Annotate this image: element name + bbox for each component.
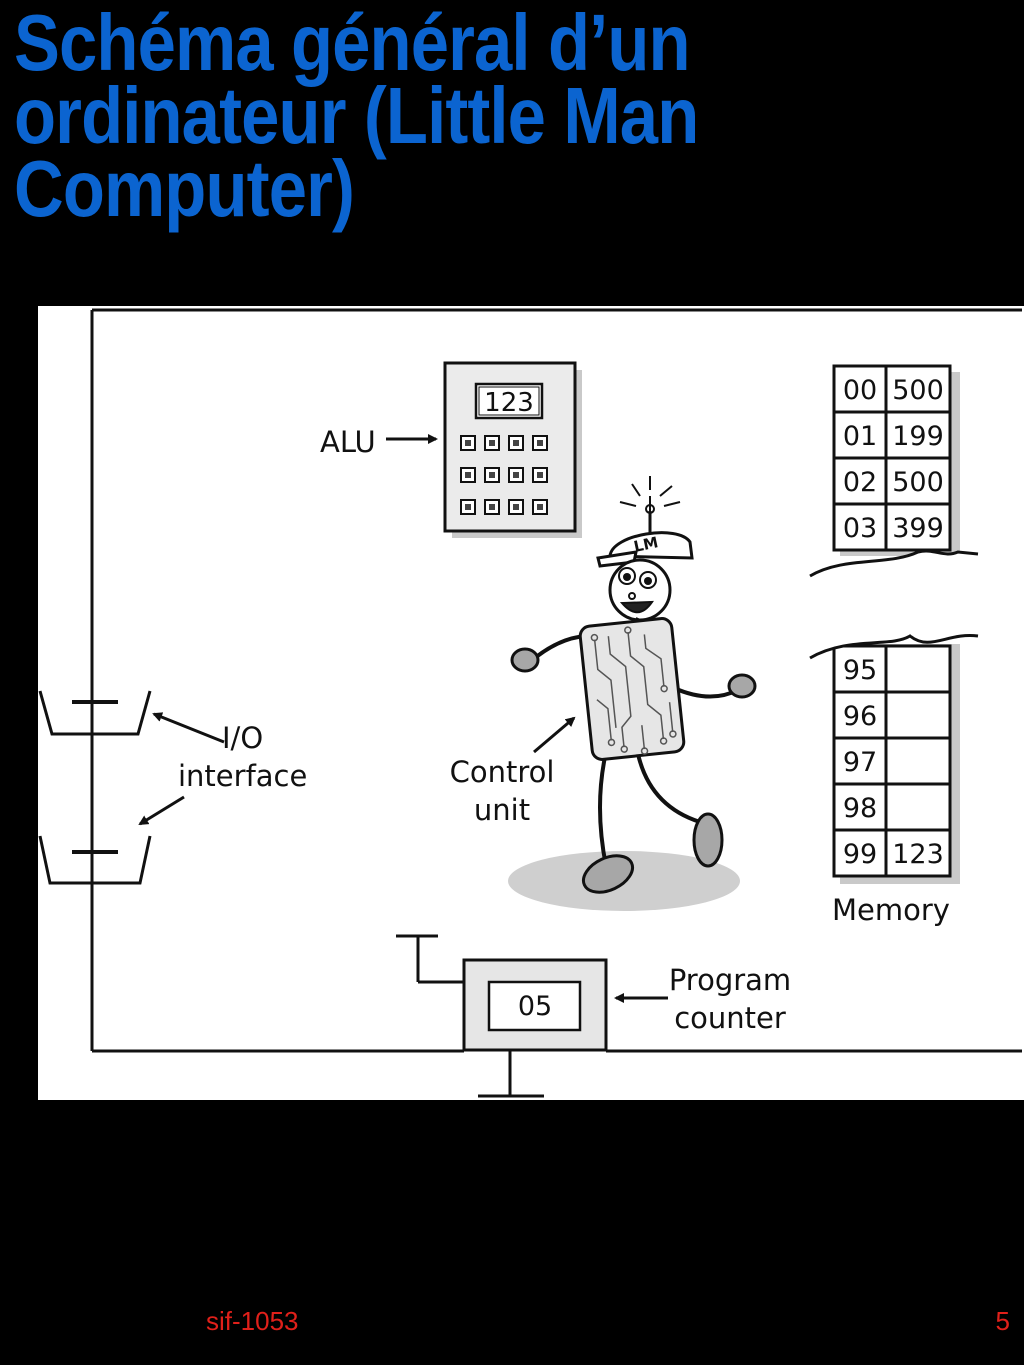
circuit-traces	[590, 626, 677, 755]
memory-address: 97	[843, 747, 877, 778]
memory-torn-edge-bottom	[810, 606, 978, 658]
spark-icon	[619, 476, 681, 514]
io-interface: I/O interface	[38, 690, 307, 885]
memory-row: 00 500	[832, 364, 952, 414]
alu-label: ALU	[320, 425, 376, 459]
io-label-line2: interface	[178, 759, 307, 793]
memory: 00 500 01 199 02 500 03 399 95 96 97 98 99 123 Memor…	[809, 364, 979, 927]
memory-address: 96	[843, 701, 877, 732]
memory-address-cell	[832, 736, 888, 786]
memory-address: 03	[843, 513, 877, 544]
memory-value-cell	[884, 828, 952, 878]
io-arrow-input	[152, 712, 225, 744]
memory-value: 199	[892, 421, 944, 452]
output-tray	[38, 835, 152, 885]
circuit-board-body	[578, 617, 686, 761]
little-man-control-unit: LM	[450, 476, 757, 911]
alu-keypad	[460, 435, 548, 515]
little-man-computer-diagram: I/O interface 123	[38, 306, 1024, 1100]
memory-address-cell	[832, 410, 888, 460]
title-line-2: ordinateur (Little Man	[14, 71, 699, 160]
control-unit-label-line1: Control	[450, 755, 555, 789]
memory-value: 399	[892, 513, 944, 544]
memory-address-cell	[832, 364, 888, 414]
control-unit-label-line2: unit	[474, 793, 530, 827]
title-line-1: Schéma général d’un	[14, 0, 691, 87]
memory-address: 00	[843, 375, 877, 406]
alu-display-value: 123	[484, 388, 534, 418]
title-line-3: Computer)	[14, 144, 355, 233]
memory-address: 95	[843, 655, 877, 686]
memory-row: 96	[832, 690, 952, 740]
memory-address: 98	[843, 793, 877, 824]
memory-value-cell	[884, 690, 952, 740]
program-counter: 05 Program counter	[396, 934, 791, 1098]
control-unit-arrow	[533, 716, 576, 754]
alu-display	[474, 382, 544, 420]
input-tray	[38, 690, 152, 736]
alu: 123 ALU	[320, 361, 582, 538]
memory-row: 99 123	[832, 828, 952, 878]
cap-text: LM	[632, 533, 660, 556]
io-label-line1: I/O	[222, 721, 263, 755]
memory-row: 95	[832, 644, 952, 694]
memory-value-cell	[884, 782, 952, 832]
memory-value-cell	[884, 736, 952, 786]
memory-row: 98	[832, 782, 952, 832]
memory-address: 02	[843, 467, 877, 498]
memory-row: 01 199	[832, 410, 952, 460]
memory-address-cell	[832, 828, 888, 878]
memory-label: Memory	[832, 893, 950, 927]
memory-top-section: 00 500 01 199 02 500 03 399	[832, 364, 952, 552]
io-arrow-output	[138, 795, 185, 826]
slide-title: Schéma général d’un ordinateur (Little M…	[14, 0, 865, 233]
memory-value-cell	[884, 644, 952, 694]
memory-row: 97	[832, 736, 952, 786]
page-number: 5	[995, 1306, 1010, 1336]
memory-value: 500	[892, 467, 944, 498]
memory-address: 01	[843, 421, 877, 452]
memory-row: 02 500	[832, 456, 952, 506]
memory-value: 123	[892, 839, 944, 870]
memory-address: 99	[843, 839, 877, 870]
room-outline	[90, 308, 1022, 1053]
program-counter-label-line2: counter	[674, 1001, 786, 1035]
program-counter-value: 05	[518, 991, 552, 1022]
memory-value-cell	[884, 410, 952, 460]
memory-value: 500	[892, 375, 944, 406]
memory-value-cell	[884, 502, 952, 552]
program-counter-label-line1: Program	[669, 963, 791, 997]
footer-course-code: sif-1053	[206, 1306, 299, 1336]
memory-bottom-section: 95 96 97 98 99 123	[832, 644, 952, 878]
memory-row: 03 399	[832, 502, 952, 552]
program-counter-display	[487, 980, 582, 1032]
